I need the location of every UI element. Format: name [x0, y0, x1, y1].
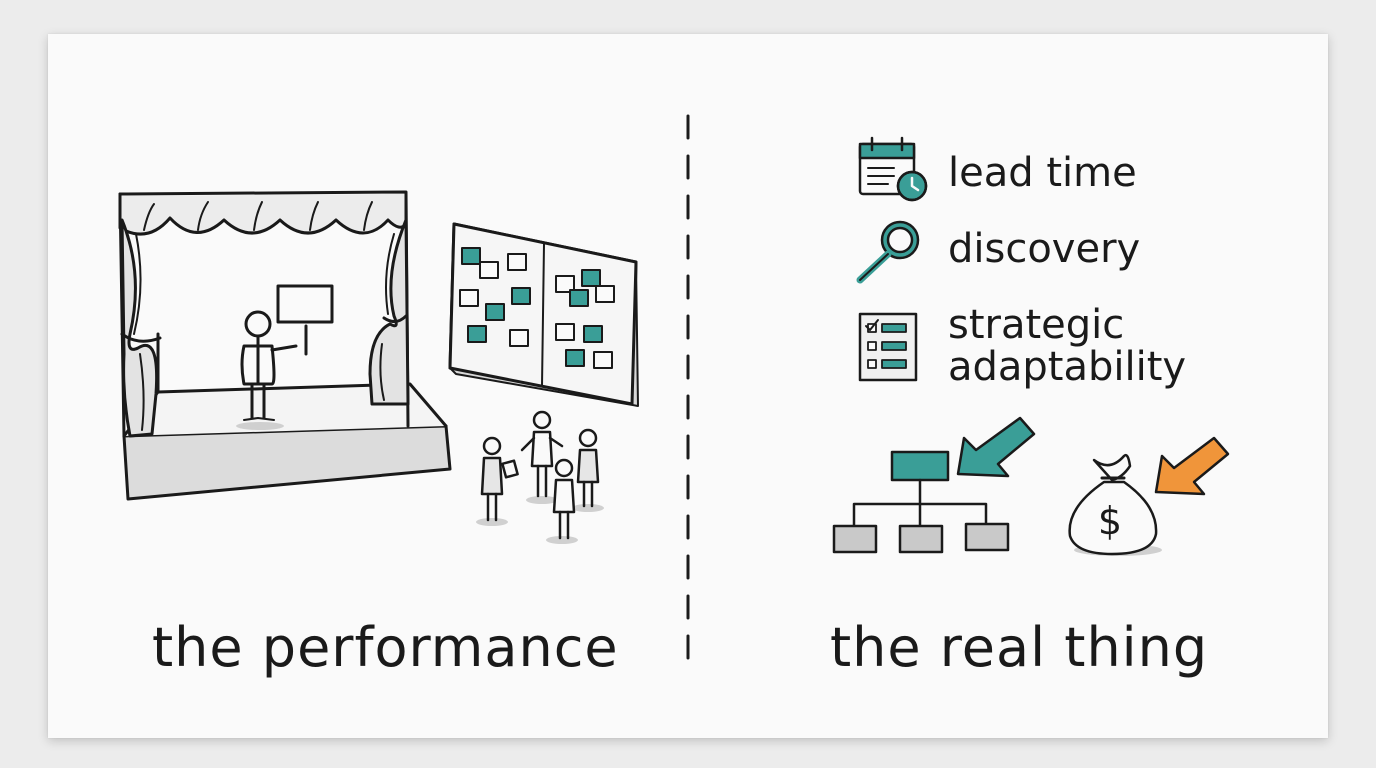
caption-the-real-thing: the real thing	[830, 616, 1209, 679]
metric-discovery: discovery	[948, 226, 1141, 272]
stage-icon	[118, 190, 452, 501]
money-bag-icon: $	[1068, 453, 1162, 556]
svg-text:$: $	[1098, 499, 1122, 543]
illustration-art: $	[118, 114, 1230, 676]
metric-strategic: strategic	[948, 302, 1125, 348]
orange-arrow-icon	[1154, 436, 1230, 496]
teal-arrow-icon	[956, 416, 1036, 478]
metric-lead-time: lead time	[948, 150, 1137, 196]
caption-the-performance: the performance	[152, 616, 619, 679]
checklist-icon	[858, 312, 918, 382]
kanban-board-icon	[448, 222, 639, 407]
magnifier-icon	[856, 220, 920, 284]
illustration-card: $ lead time discovery strategic adaptabi…	[48, 34, 1328, 738]
metric-adaptability: adaptability	[948, 344, 1187, 390]
calendar-clock-icon	[858, 136, 928, 202]
people-group-icon	[476, 410, 604, 544]
org-chart-icon	[832, 450, 1010, 554]
